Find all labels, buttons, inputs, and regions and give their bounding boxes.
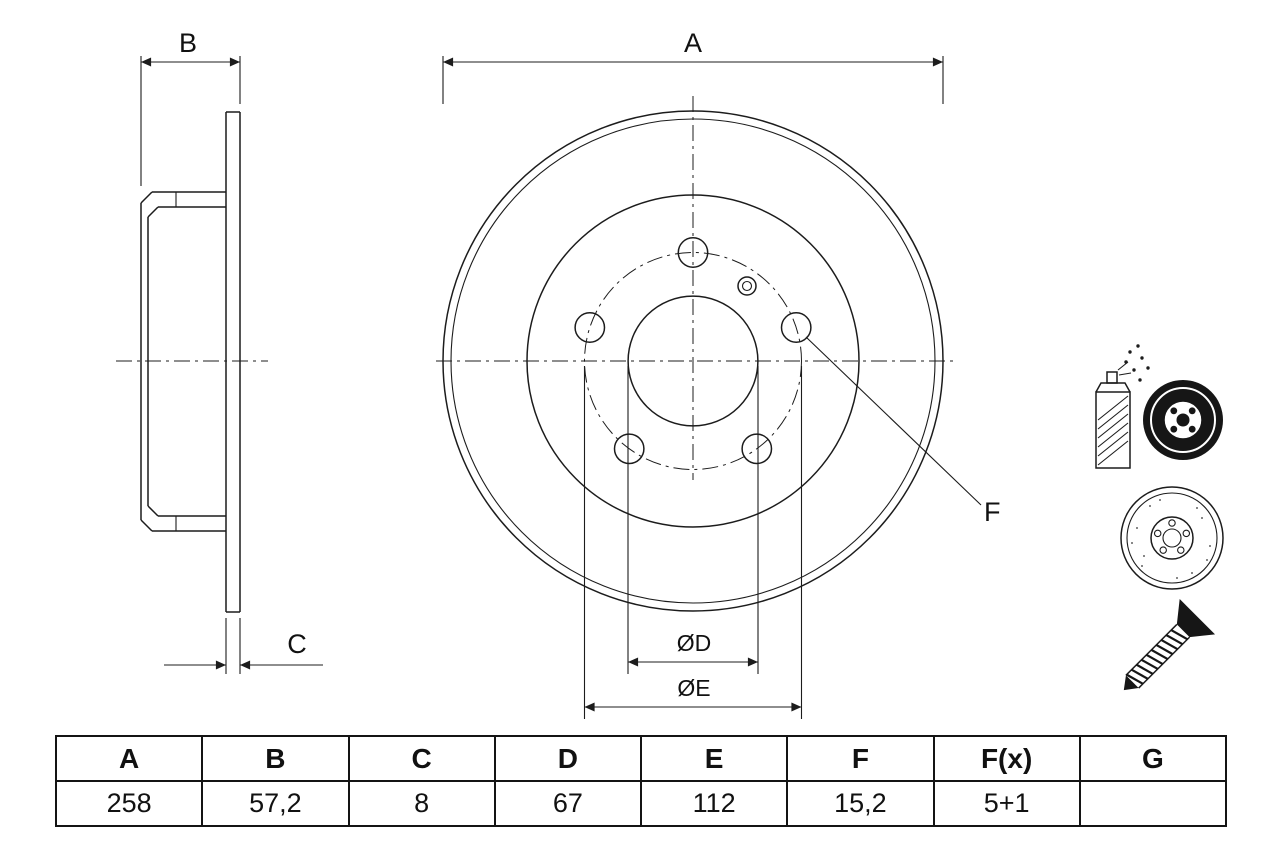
dimension-e: ØE bbox=[583, 366, 803, 719]
table-header-row: A B C D E F F(x) G bbox=[54, 735, 1228, 782]
dim-label-d: ØD bbox=[677, 630, 712, 656]
dimension-b: B bbox=[140, 28, 241, 186]
pin-hole-inner bbox=[741, 280, 753, 292]
dim-label-e: ØE bbox=[677, 675, 710, 701]
countersunk-screw-icon bbox=[1123, 598, 1216, 691]
disc-side-view bbox=[116, 111, 268, 613]
dim-label-c: C bbox=[287, 629, 307, 659]
bolt-hole bbox=[677, 237, 709, 268]
spray-coating-icon bbox=[1095, 344, 1223, 469]
bolt-hole bbox=[780, 312, 812, 343]
pin-hole bbox=[737, 276, 757, 296]
value-b: 57,2 bbox=[201, 780, 350, 827]
col-header-g: G bbox=[1078, 735, 1228, 782]
bolt-hole bbox=[741, 433, 773, 465]
dimension-d: ØD bbox=[627, 366, 759, 674]
value-d: 67 bbox=[493, 780, 643, 827]
col-header-fx: F(x) bbox=[932, 735, 1081, 782]
dim-label-f: F bbox=[984, 497, 1001, 527]
col-header-f: F bbox=[786, 735, 935, 782]
leader-f: F bbox=[805, 336, 1001, 527]
bolt-hole bbox=[613, 433, 645, 465]
table-value-row: 258 57,2 8 67 112 15,2 5+1 bbox=[54, 780, 1228, 827]
dimension-table: A B C D E F F(x) G 258 57,2 8 67 112 15,… bbox=[54, 735, 1228, 827]
col-header-b: B bbox=[201, 735, 350, 782]
value-c: 8 bbox=[347, 780, 496, 827]
coated-disc-icon bbox=[1143, 380, 1223, 460]
dim-label-b: B bbox=[179, 28, 197, 58]
col-header-a: A bbox=[54, 735, 204, 782]
dim-label-a: A bbox=[684, 28, 702, 58]
value-a: 258 bbox=[54, 780, 204, 827]
dimension-a: A bbox=[442, 28, 944, 104]
bolt-hole bbox=[574, 312, 606, 343]
brake-disc-icon bbox=[1120, 486, 1224, 590]
value-f: 15,2 bbox=[786, 780, 935, 827]
col-header-e: E bbox=[639, 735, 789, 782]
disc-front-view bbox=[436, 96, 957, 612]
engineering-drawing-svg: A B C ØD ØE F bbox=[116, 28, 1224, 719]
value-e: 112 bbox=[639, 780, 789, 827]
col-header-c: C bbox=[347, 735, 496, 782]
dimension-c: C bbox=[164, 618, 323, 674]
col-header-d: D bbox=[493, 735, 643, 782]
value-g bbox=[1078, 780, 1228, 827]
value-fx: 5+1 bbox=[932, 780, 1081, 827]
